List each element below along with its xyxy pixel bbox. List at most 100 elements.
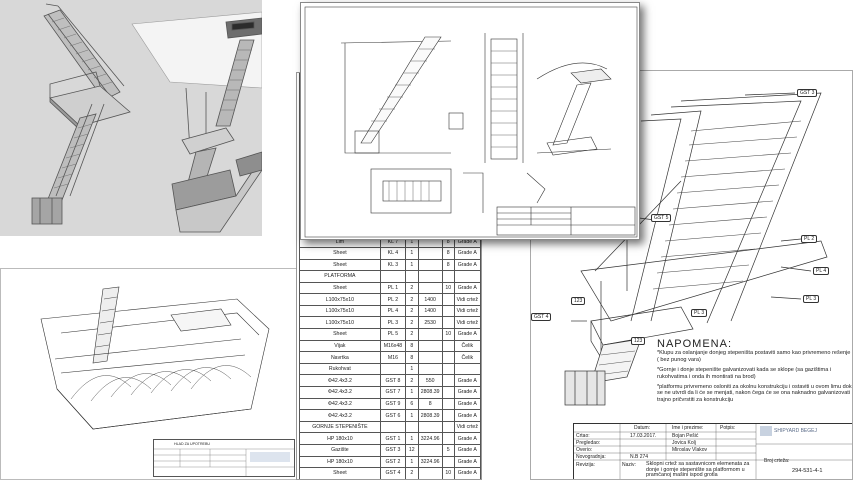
tag-pl-3: PL 3 xyxy=(803,295,820,303)
table-cell: Vidi crtež xyxy=(453,316,481,330)
table-cell: 2 xyxy=(405,316,419,330)
table-cell xyxy=(417,478,443,479)
tb-header-name: Ime i prezime: xyxy=(672,425,704,431)
table-cell: Rukohvat xyxy=(299,362,381,376)
table-cell: KL 4 xyxy=(379,246,407,260)
table-cell: Gazište xyxy=(299,444,381,457)
title-block-grid xyxy=(154,448,294,476)
table-cell: Grade A xyxy=(453,281,481,295)
table-cell xyxy=(379,362,407,376)
table-cell: HP 180x10 xyxy=(299,455,381,469)
company-logo: SHIPYARD BEGEJ xyxy=(774,428,817,434)
table-cell xyxy=(417,420,443,434)
table-cell xyxy=(441,409,455,422)
tb-revision-label: Revizija: xyxy=(576,462,595,468)
table-cell: 2530 xyxy=(417,316,443,330)
table-cell: L100x75x10 xyxy=(299,304,381,318)
table-cell: 3224.96 xyxy=(417,432,443,445)
table-cell: Grade A xyxy=(453,409,481,422)
tb-header-sign: Potpis: xyxy=(720,425,736,431)
table-cell: 10 xyxy=(441,467,455,479)
table-cell: Sheet xyxy=(299,246,381,260)
stair-3d-render-panel xyxy=(0,0,262,236)
table-cell xyxy=(441,374,455,388)
tb-newbuild-value: N.B 274 xyxy=(630,454,649,460)
table-cell: Vidi crtež xyxy=(453,293,481,306)
table-cell xyxy=(379,478,407,479)
table-cell: Grade A xyxy=(453,455,481,469)
ship-section-drawing-sheet: HLAD ZA UPOTREBU xyxy=(0,268,300,480)
table-cell: 1400 xyxy=(417,304,443,318)
table-cell: Sheet xyxy=(299,281,381,295)
table-cell: Φ42.4x3.2 xyxy=(299,386,381,399)
table-cell: 2 xyxy=(405,328,419,341)
table-cell xyxy=(441,316,455,330)
table-cell: Grade A xyxy=(453,386,481,399)
tag-pl-4: PL 4 xyxy=(813,267,830,275)
table-cell: 8 xyxy=(441,258,455,272)
table-cell: GST 9 xyxy=(379,397,407,411)
table-cell: Grade A xyxy=(453,328,481,341)
table-cell: Grade A xyxy=(453,374,481,388)
table-cell xyxy=(417,339,443,353)
table-cell: 2808.39 xyxy=(417,409,443,422)
table-cell xyxy=(417,362,443,376)
table-cell: PL 4 xyxy=(379,304,407,318)
table-cell: M16x48 xyxy=(379,339,407,353)
tb-drawn-name: Bojan Pešić xyxy=(672,433,699,439)
table-cell xyxy=(453,362,481,376)
tag-gst-4: GST 4 xyxy=(531,313,552,321)
table-cell xyxy=(379,420,407,434)
table-cell: 1 xyxy=(405,386,419,399)
table-cell: GST 3 xyxy=(379,444,407,457)
ship-drawing-title: HLAD ZA UPOTREBU xyxy=(174,442,210,446)
tag-pl-2: PL 2 xyxy=(801,235,818,243)
table-cell xyxy=(441,293,455,306)
table-cell: GST 2 xyxy=(379,455,407,469)
table-cell: 2 xyxy=(405,293,419,306)
table-cell: PL 3 xyxy=(379,316,407,330)
table-cell: Čelik xyxy=(453,339,481,353)
tb-checked-name: Jovica Kolj xyxy=(672,440,696,446)
table-cell: Čelik xyxy=(453,351,481,364)
table-cell: L100x75x10 xyxy=(299,293,381,306)
table-cell: GST 7 xyxy=(379,386,407,399)
table-cell xyxy=(441,362,455,376)
notes-title: NAPOMENA: xyxy=(657,338,733,350)
table-cell: Grade A xyxy=(453,258,481,272)
title-block: Datum: Ime i prezime: Potpis: Crtao: 17.… xyxy=(573,423,852,479)
table-cell: Vidi crtež xyxy=(453,304,481,318)
table-cell: L100x75x10 xyxy=(299,316,381,330)
table-cell xyxy=(441,455,455,469)
table-cell: 1 xyxy=(405,246,419,260)
tb-title-label: Naziv: xyxy=(622,462,636,468)
tag-pl-3-b: PL 3 xyxy=(691,309,708,317)
table-cell: 2 xyxy=(405,374,419,388)
ship-drawing-title-block: HLAD ZA UPOTREBU xyxy=(153,439,295,477)
tb-drawn-date: 17.03.2017. xyxy=(630,433,657,439)
tb-checked-label: Pregledao: xyxy=(576,440,601,446)
table-cell: Grade A xyxy=(453,246,481,260)
table-cell: GST 1 xyxy=(379,432,407,445)
table-cell: 8 xyxy=(417,397,443,411)
table-cell xyxy=(441,339,455,353)
note-1: *Klupu za oslanjanje donjeg stepeništa p… xyxy=(657,350,851,363)
table-cell: Vijak xyxy=(299,339,381,353)
stair-3d-render xyxy=(31,3,262,233)
table-cell: PLATFORMA xyxy=(299,270,381,283)
table-cell xyxy=(417,328,443,341)
table-cell: Vijak xyxy=(299,478,381,479)
table-cell xyxy=(441,270,455,283)
